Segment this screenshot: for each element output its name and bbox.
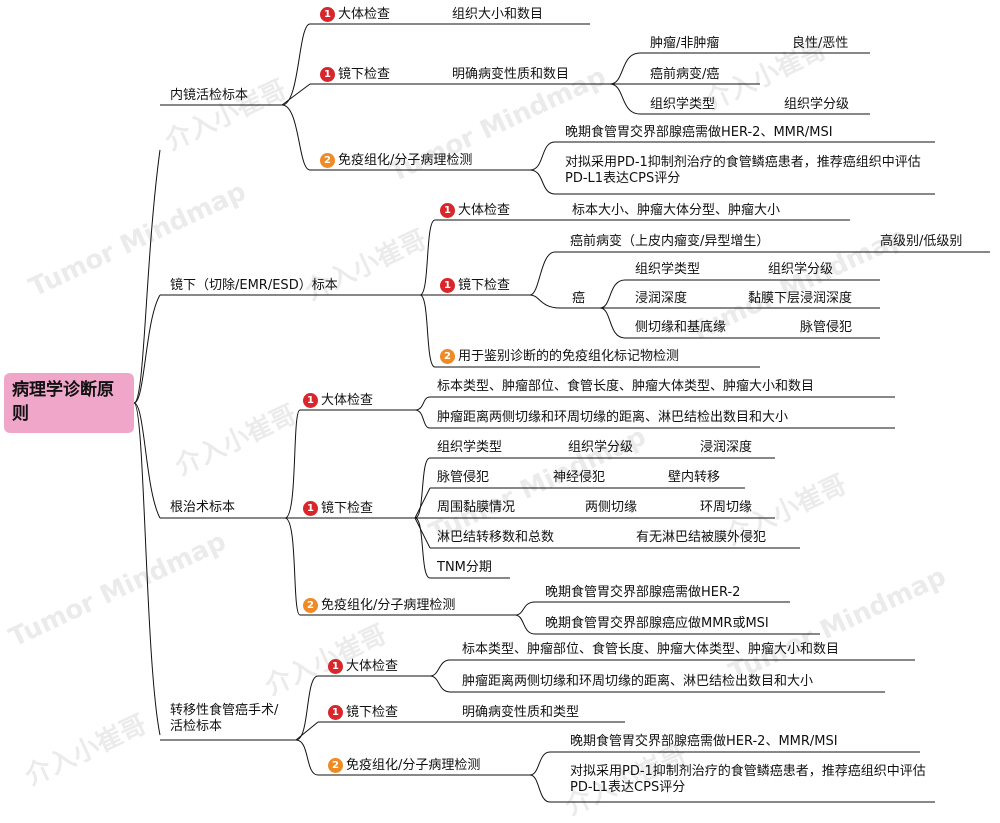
node-item: 组织学分级 (768, 262, 834, 277)
node-item: TNM分期 (437, 560, 492, 575)
node-item: 浸润深度 (635, 291, 688, 306)
number-badge-icon: 1 (320, 7, 335, 22)
number-badge-icon: 1 (320, 67, 335, 82)
number-badge-icon: 2 (303, 598, 318, 613)
node-item: 标本类型、肿瘤部位、食管长度、肿瘤大体类型、肿瘤大小和数目 (462, 642, 840, 657)
node-item: 环周切缘 (700, 500, 753, 515)
node-item: 浸润深度 (700, 440, 753, 455)
node-item: 组织学类型 (437, 440, 503, 455)
node-item: 癌前病变/癌 (650, 67, 720, 82)
node-item: 明确病变性质和数目 (452, 67, 570, 82)
node-item: 肿瘤距离两侧切缘和环周切缘的距离、淋巴结检出数目和大小 (462, 674, 814, 689)
node-item: 标本大小、肿瘤大体分型、肿瘤大小 (572, 203, 781, 218)
node-item: 组织学类型 (635, 262, 701, 277)
node-item: 两侧切缘 (585, 500, 638, 515)
section-metastatic-specimen: 转移性食管癌手术/活检标本 (170, 703, 279, 734)
number-badge-icon: 1 (440, 203, 455, 218)
number-badge-icon: 1 (328, 659, 343, 674)
node-item: 组织学类型 (650, 97, 716, 112)
number-badge-icon: 2 (328, 758, 343, 773)
section-endoscopic-biopsy: 内镜活检标本 (170, 88, 249, 103)
node-item: 肿瘤/非肿瘤 (650, 36, 720, 51)
section-radical-surgery-specimen: 根治术标本 (170, 500, 236, 515)
node-item: 组织大小和数目 (452, 7, 544, 22)
node-item: 癌 (572, 291, 586, 306)
node-item: 脉管侵犯 (437, 470, 490, 485)
node-item: 晚期食管胃交界部腺癌需做HER-2 (545, 585, 741, 600)
number-badge-icon: 1 (328, 705, 343, 720)
node-item: 壁内转移 (668, 470, 721, 485)
section-resection-specimen: 镜下（切除/EMR/ESD）标本 (170, 278, 338, 293)
node-item: 组织学分级 (568, 440, 634, 455)
root-node: 病理学诊断原则 (4, 373, 134, 433)
node-item: 癌前病变（上皮内瘤变/异型增生） (570, 234, 770, 249)
node-item: 晚期食管胃交界部腺癌需做HER-2、MMR/MSI (570, 734, 838, 749)
node-item: 神经侵犯 (553, 470, 606, 485)
node-item: 脉管侵犯 (800, 320, 853, 335)
number-badge-icon: 2 (440, 349, 455, 364)
number-badge-icon: 2 (320, 153, 335, 168)
node-item: 对拟采用PD-1抑制剂治疗的食管鳞癌患者，推荐癌组织中评估PD-L1表达CPS评… (570, 764, 926, 795)
node-item: 黏膜下层浸润深度 (748, 291, 853, 306)
node-item: 侧切缘和基底缘 (635, 320, 727, 335)
node-item: 晚期食管胃交界部腺癌需做HER-2、MMR/MSI (565, 125, 833, 140)
node-item: 淋巴结转移数和总数 (437, 530, 555, 545)
number-badge-icon: 1 (440, 278, 455, 293)
node-item: 良性/恶性 (792, 36, 849, 51)
node-item: 高级别/低级别 (880, 234, 963, 249)
node-item: 晚期食管胃交界部腺癌应做MMR或MSI (545, 616, 769, 631)
node-item: 明确病变性质和类型 (462, 705, 580, 720)
number-badge-icon: 1 (303, 393, 318, 408)
node-item: 周围黏膜情况 (437, 500, 516, 515)
node-item: 肿瘤距离两侧切缘和环周切缘的距离、淋巴结检出数目和大小 (437, 410, 789, 425)
node-item: 标本类型、肿瘤部位、食管长度、肿瘤大体类型、肿瘤大小和数目 (437, 379, 815, 394)
node-item: 有无淋巴结被膜外侵犯 (636, 530, 767, 545)
node-item: 对拟采用PD-1抑制剂治疗的食管鳞癌患者，推荐癌组织中评估PD-L1表达CPS评… (565, 155, 921, 186)
number-badge-icon: 1 (303, 501, 318, 516)
node-item: 组织学分级 (784, 97, 850, 112)
